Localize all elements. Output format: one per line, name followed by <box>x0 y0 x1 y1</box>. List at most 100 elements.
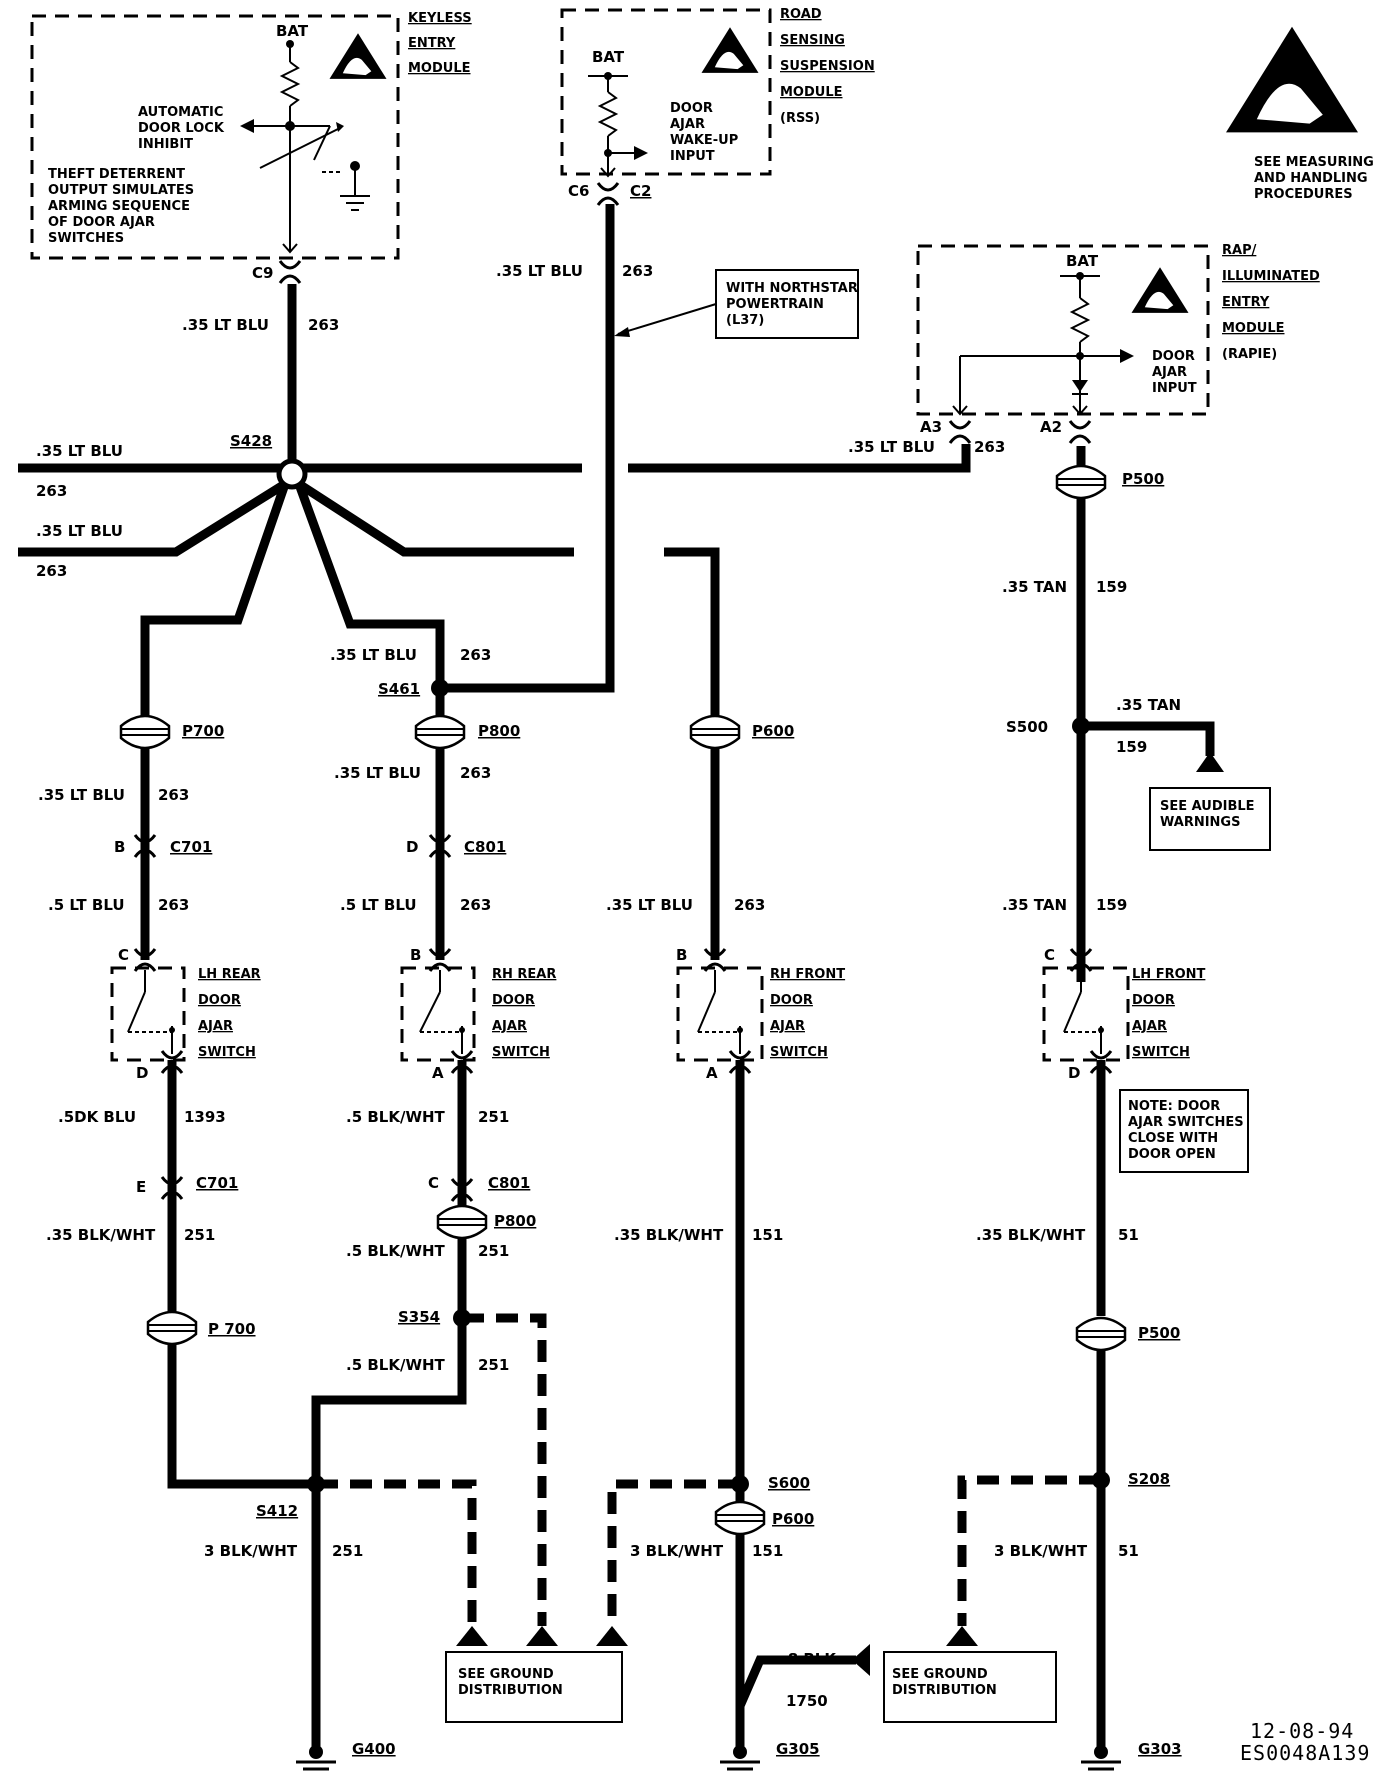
northstar-note: WITH NORTHSTAR POWERTRAIN (L37) <box>614 269 859 339</box>
splice-s600 <box>731 1475 749 1493</box>
ground-distribution-note-1: SEE GROUND DISTRIBUTION <box>445 1626 628 1723</box>
connector-p500-top-label: P500 <box>1122 470 1164 488</box>
connector-p500-bottom-label: P500 <box>1138 1324 1180 1342</box>
esd-icon <box>329 33 387 79</box>
wire-lhr-1-circuit: 263 <box>158 786 189 804</box>
ground-note-1-text: SEE GROUND DISTRIBUTION <box>458 1667 563 1698</box>
wire-g305-circuit: 151 <box>752 1542 783 1560</box>
audible-warnings-note: SEE AUDIBLE WARNINGS <box>1149 752 1271 851</box>
ground-g303-icon <box>1079 1743 1123 1774</box>
wires <box>18 204 1215 1752</box>
wire-rhr-5-color: .5 BLK/WHT <box>346 1356 446 1374</box>
grounds: G400 G305 G303 <box>294 1740 1182 1774</box>
splice-s428-label: S428 <box>230 432 272 450</box>
keyless-bat-label: BAT <box>276 22 309 40</box>
connector-c801-top-pin: D <box>406 838 418 856</box>
connector-p700-bottom <box>146 1310 198 1346</box>
rss-connector-c6: C6 <box>568 182 589 200</box>
rapie-connector-a2: A2 <box>1040 418 1062 436</box>
rapie-input-label: DOOR AJAR INPUT <box>1152 349 1199 396</box>
wire-rhf-1-circuit: 263 <box>734 896 765 914</box>
splice-s208 <box>1092 1471 1110 1489</box>
rapie-module-outline <box>916 244 1210 416</box>
connector-c701-top-label: C701 <box>170 838 212 856</box>
esd-icon <box>1131 267 1189 313</box>
rss-connector-c2: C2 <box>630 182 651 200</box>
wire-rhr-0-color: .35 LT BLU <box>330 646 417 664</box>
wire-lhr-4-color: .35 BLK/WHT <box>46 1226 156 1244</box>
keyless-title: KEYLESS ENTRY MODULE <box>408 11 476 76</box>
wire-rhr-4-circuit: 251 <box>478 1242 509 1260</box>
wire-rhr-2-circuit: 263 <box>460 896 491 914</box>
keyless-connector-c9: C9 <box>252 264 273 282</box>
ground-note-2-text: SEE GROUND DISTRIBUTION <box>892 1667 997 1698</box>
splice-s412 <box>307 1475 325 1493</box>
wire-rss-circuit: 263 <box>622 262 653 280</box>
wire-g400-color: 3 BLK/WHT <box>204 1542 298 1560</box>
switch-note: NOTE: DOOR AJAR SWITCHES CLOSE WITH DOOR… <box>1119 1089 1249 1173</box>
wire-tan-low-color: .35 TAN <box>1002 896 1067 914</box>
lh-rear-switch-label: LH REAR DOOR AJAR SWITCH <box>198 967 265 1060</box>
rss-module-outline <box>560 8 772 176</box>
connector-p500-bottom <box>1075 1316 1127 1352</box>
wire-lhr-3-color: .5DK BLU <box>58 1108 136 1126</box>
connector-p800-top-label: P800 <box>478 722 520 740</box>
splice-s412-label: S412 <box>256 1502 298 1520</box>
splice-s461-label: S461 <box>378 680 420 698</box>
lh-front-switch-label: LH FRONT DOOR AJAR SWITCH <box>1132 967 1210 1060</box>
wire-rhf-2-color: .35 BLK/WHT <box>614 1226 724 1244</box>
audible-note-text: SEE AUDIBLE WARNINGS <box>1160 799 1259 830</box>
rh-front-pin-top: B <box>676 946 687 964</box>
wire-rhr-2-color: .5 LT BLU <box>340 896 417 914</box>
wire-g303-color: 3 BLK/WHT <box>994 1542 1088 1560</box>
connector-p800-bottom <box>436 1204 488 1240</box>
splice-s354-label: S354 <box>398 1308 440 1326</box>
connector-p700-bottom-label: P 700 <box>208 1320 256 1338</box>
rss-title: ROAD SENSING SUSPENSION MODULE (RSS) <box>780 7 879 126</box>
wire-lhr-2-color: .5 LT BLU <box>48 896 125 914</box>
wire-tan-top-circuit: 159 <box>1096 578 1127 596</box>
rapie-bat-label: BAT <box>1066 252 1099 270</box>
theft-deterrent-label: THEFT DETERRENT OUTPUT SIMULATES ARMING … <box>48 167 199 246</box>
wire-lhf-2-color: .35 BLK/WHT <box>976 1226 1086 1244</box>
connector-p600-bottom <box>714 1500 766 1536</box>
wire-rhr-0-circuit: 263 <box>460 646 491 664</box>
connectors: P700 P800 P600 P500 B C701 D C801 E C701… <box>114 464 1180 1536</box>
rapie-title: RAP/ ILLUMINATED ENTRY MODULE (RAPIE) <box>1222 243 1324 362</box>
wire-rapie-circuit: 263 <box>974 438 1005 456</box>
wire-tan-branch-color: .35 TAN <box>1116 696 1181 714</box>
connector-c701-bottom-pin: E <box>136 1178 146 1196</box>
splice-s208-label: S208 <box>1128 1470 1170 1488</box>
wire-left2-color: .35 LT BLU <box>36 522 123 540</box>
wire-lhr-1-color: .35 LT BLU <box>38 786 125 804</box>
splice-s428 <box>276 458 308 490</box>
footer-code: ES0048A139 <box>1240 1741 1370 1765</box>
wire-g400-circuit: 251 <box>332 1542 363 1560</box>
keyless-module-outline <box>30 14 400 260</box>
rh-front-pin-bottom: A <box>706 1064 718 1082</box>
connector-c801-bottom-pin: C <box>428 1174 439 1192</box>
esd-note: SEE MEASURING AND HANDLING PROCEDURES <box>1226 26 1378 202</box>
rh-rear-door-ajar-switch: B A RH REAR DOOR AJAR SWITCH <box>400 946 556 1082</box>
splice-s354 <box>453 1309 471 1327</box>
connector-c801-top-label: C801 <box>464 838 506 856</box>
ground-g305-icon <box>718 1743 762 1774</box>
wire-rhr-3-color: .5 BLK/WHT <box>346 1108 446 1126</box>
splices: S428 S461 S500 S354 S412 S600 S208 <box>230 432 1170 1520</box>
splice-s600-label: S600 <box>768 1474 810 1492</box>
ground-distribution-note-2: SEE GROUND DISTRIBUTION <box>852 1626 1057 1723</box>
connector-p600-bottom-label: P600 <box>772 1510 814 1528</box>
rap-illuminated-entry-module: BAT DOOR AJAR INPUT RAP/ ILLUMINATED ENT… <box>916 243 1324 445</box>
esd-note-text: SEE MEASURING AND HANDLING PROCEDURES <box>1254 155 1378 202</box>
connector-p600-top-label: P600 <box>752 722 794 740</box>
wire-lhr-3-circuit: 1393 <box>184 1108 226 1126</box>
keyless-entry-module: BAT KEYLESS ENTRY MODULE AUTOMATIC DOOR … <box>30 11 476 285</box>
wire-rhr-1-color: .35 LT BLU <box>334 764 421 782</box>
wire-tan-low-circuit: 159 <box>1096 896 1127 914</box>
rss-input-label: DOOR AJAR WAKE-UP INPUT <box>670 101 743 164</box>
esd-icon <box>1226 26 1358 133</box>
wire-lhr-2-circuit: 263 <box>158 896 189 914</box>
rh-front-switch-label: RH FRONT DOOR AJAR SWITCH <box>770 967 850 1060</box>
rh-front-door-ajar-switch: B A RH FRONT DOOR AJAR SWITCH <box>676 946 850 1082</box>
